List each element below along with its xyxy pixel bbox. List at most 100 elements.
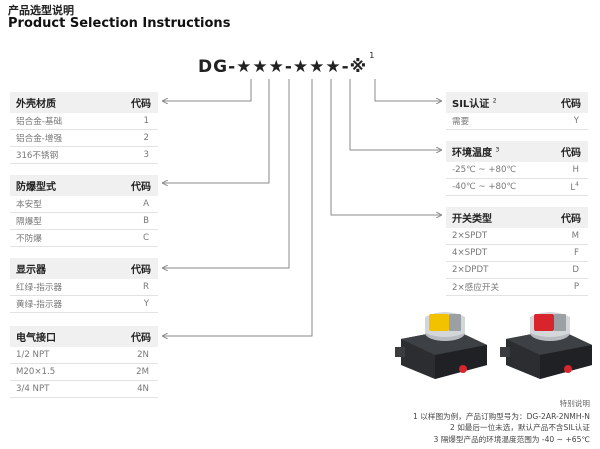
page-title-en: Product Selection Instructions xyxy=(8,16,231,31)
connector-left-2 xyxy=(163,79,270,183)
table-row: 3/4 NPT 4N xyxy=(10,381,158,398)
row-label: 4×SPDT xyxy=(452,248,488,258)
row-label: 2×SPDT xyxy=(452,231,488,241)
row-code: P xyxy=(573,282,579,292)
table-row: 本安型 A xyxy=(10,196,158,213)
table-row: 黄绿-指示器 Y xyxy=(10,296,158,313)
row-code: 2N xyxy=(137,350,149,360)
table-title: 环境温度 xyxy=(452,148,492,159)
table-row: -25℃ ~ +80℃ H xyxy=(446,162,588,179)
table-header: 显示器 代码 xyxy=(10,258,158,279)
code-header: 代码 xyxy=(131,99,151,110)
code-header: 代码 xyxy=(561,214,581,225)
note-item: 2 如最后一位未选，默认产品不含SIL认证 xyxy=(449,423,590,432)
note-item: 1 以样图为例，产品订购型号为：DG-2AR-2NMH-N xyxy=(413,411,590,421)
table-title: 开关类型 xyxy=(452,214,492,225)
row-label: 2×感应开关 xyxy=(452,283,500,293)
table-row: 隔爆型 B xyxy=(10,213,158,230)
connector-right-2 xyxy=(349,79,441,150)
row-label: 红绿-指示器 xyxy=(16,283,63,293)
table-header: 外壳材质代码 xyxy=(10,92,158,113)
model-code: DG-★★★-★★★-※1 xyxy=(198,51,375,77)
row-label: 2×DPDT xyxy=(452,265,489,275)
table-row: M20×1.5 2M xyxy=(10,364,158,381)
code-header: 代码 xyxy=(131,333,151,344)
row-code: B xyxy=(143,216,149,226)
table-ambient-temperature: 环境温度 3 代码 -25℃ ~ +80℃ H -40℃ ~ +80℃ L4 xyxy=(446,141,588,196)
table-row: 铝合金-基础 1 xyxy=(10,113,158,130)
row-code: 2M xyxy=(136,367,149,377)
table-explosion-type: 防爆型式 代码 本安型 A 隔爆型 B 不防爆 C xyxy=(10,175,158,247)
table-row: 铝合金-增强 2 xyxy=(10,130,158,147)
row-code: A xyxy=(143,199,149,209)
table-header: 开关类型 代码 xyxy=(446,207,588,228)
row-label: -25℃ ~ +80℃ xyxy=(452,165,517,175)
title-note-ref: 3 xyxy=(495,146,500,154)
row-label: 需要 xyxy=(452,117,470,127)
row-code: Y xyxy=(573,116,579,126)
table-title: SIL认证 xyxy=(452,99,490,110)
page-title-cn: 产品选型说明 xyxy=(8,4,74,17)
table-switch-type: 开关类型 代码 2×SPDT M 4×SPDT F 2×DPDT D 2×感应开关 P xyxy=(446,207,588,296)
row-label: M20×1.5 xyxy=(16,367,56,377)
table-row: 316不锈钢 3 xyxy=(10,147,158,164)
row-label: 铝合金-增强 xyxy=(16,134,63,144)
code-header: 代码 xyxy=(561,99,581,110)
model-code-text: DG-★★★-★★★-※ xyxy=(198,57,368,77)
row-code: H xyxy=(572,165,579,175)
row-code: D xyxy=(572,265,579,275)
row-code: 1 xyxy=(143,116,149,126)
note-item: 3 隔爆型产品的环境温度范围为 -40 ~ +65℃ xyxy=(433,434,590,444)
row-label: 黄绿-指示器 xyxy=(16,300,63,310)
code-header: 代码 xyxy=(131,265,151,276)
table-header: 防爆型式 代码 xyxy=(10,175,158,196)
row-code-value: L xyxy=(570,182,576,193)
special-notes: 特别说明 1 以样图为例，产品订购型号为：DG-2AR-2NMH-N 2 如最后… xyxy=(413,398,590,445)
code-header: 代码 xyxy=(561,148,581,159)
row-code: 3 xyxy=(143,150,149,160)
connector-right-1 xyxy=(374,79,441,101)
table-title: 电气接口 xyxy=(16,333,56,344)
row-code: F xyxy=(574,248,579,258)
row-code: L4 xyxy=(570,181,579,193)
table-title: 显示器 xyxy=(16,265,46,276)
table-row: 2×感应开关 P xyxy=(446,279,588,296)
table-row: 4×SPDT F xyxy=(446,245,588,262)
row-label: 不防爆 xyxy=(16,234,42,244)
table-header: 电气接口 代码 xyxy=(10,326,158,347)
product-image-red-indicator xyxy=(500,312,592,379)
code-header: 代码 xyxy=(131,182,151,193)
row-code: 2 xyxy=(143,133,149,143)
row-code: 4N xyxy=(137,384,149,394)
connector-right-3 xyxy=(330,79,441,215)
connector-left-3 xyxy=(163,79,290,268)
model-note-ref: 1 xyxy=(369,51,376,61)
row-label: 本安型 xyxy=(16,200,42,210)
table-row: 不防爆 C xyxy=(10,230,158,247)
connector-left-1 xyxy=(163,79,252,101)
row-label: 隔爆型 xyxy=(16,217,42,227)
table-row: 2×DPDT D xyxy=(446,262,588,279)
row-code: Y xyxy=(143,299,149,309)
table-housing-material: 外壳材质代码 铝合金-基础 1 铝合金-增强 2 316不锈钢 3 xyxy=(10,92,158,164)
row-label: 3/4 NPT xyxy=(16,384,50,394)
row-label: 铝合金-基础 xyxy=(16,117,63,127)
row-label: 316不锈钢 xyxy=(16,151,59,161)
table-header: 环境温度 3 代码 xyxy=(446,141,588,162)
connector-left-4 xyxy=(163,79,313,336)
row-code-sup: 4 xyxy=(575,181,579,189)
table-row: 需要 Y xyxy=(446,113,588,130)
product-image-yellow-indicator xyxy=(395,312,487,379)
notes-title: 特别说明 xyxy=(559,399,590,408)
row-code: C xyxy=(142,233,149,243)
row-label: -40℃ ~ +80℃ xyxy=(452,182,517,192)
table-title: 防爆型式 xyxy=(16,182,56,193)
row-code: M xyxy=(571,231,579,241)
